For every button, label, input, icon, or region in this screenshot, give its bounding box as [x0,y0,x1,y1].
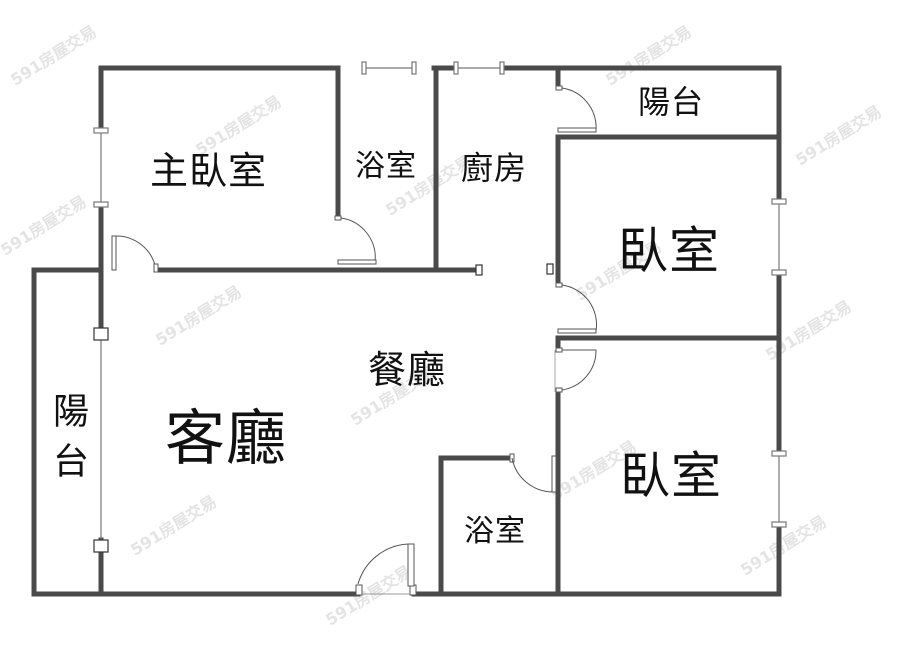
room-label-bedroom-3: 臥室 [620,447,722,505]
room-label-bathroom-2: 浴室 [464,514,526,549]
room-label-kitchen: 廚房 [461,149,528,187]
room-label-bathroom-1: 浴室 [355,149,417,184]
room-label-living-room: 客廳 [165,404,287,474]
walls [31,65,782,597]
room-label-master-bedroom: 主臥室 [150,149,268,193]
room-label-dining-room: 餐廳 [368,348,447,392]
room-label-balcony-left: 陽台 [47,392,88,492]
doors [111,85,597,596]
room-label-balcony-top: 陽台 [638,83,705,121]
room-label-bedroom-2: 臥室 [618,222,720,280]
windows [93,61,787,553]
